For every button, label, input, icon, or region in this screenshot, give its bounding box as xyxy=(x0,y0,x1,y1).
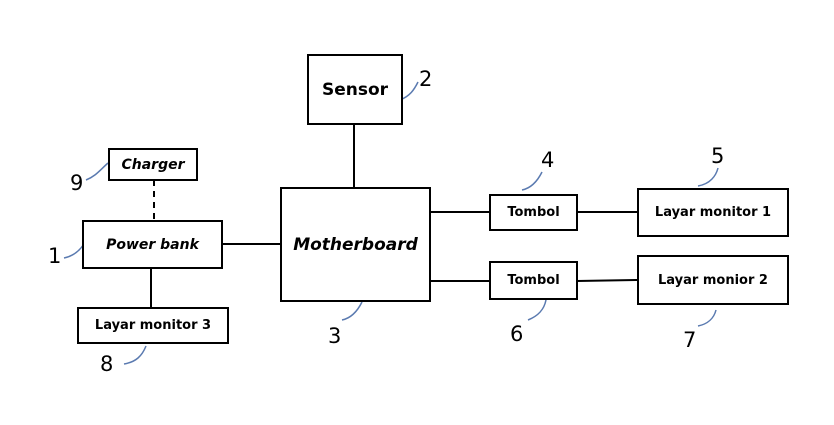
reference-number-8: 8 xyxy=(100,352,114,376)
leader-line-1 xyxy=(63,243,85,259)
leader-line-9 xyxy=(85,162,109,181)
reference-number-7: 7 xyxy=(683,328,697,352)
leader-line-7 xyxy=(697,309,717,327)
layar-monitor-2-block: Layar monior 2 xyxy=(637,255,789,305)
leader-line-6 xyxy=(527,299,547,321)
sensor-block: Sensor xyxy=(307,54,403,125)
reference-number-1: 1 xyxy=(48,244,62,268)
layar-monitor-1-block: Layar monitor 1 xyxy=(637,188,789,237)
charger-block: Charger xyxy=(108,148,198,181)
reference-number-6: 6 xyxy=(510,322,524,346)
tombol-block-1: Tombol xyxy=(489,194,578,231)
connector-tombol2-monitor2 xyxy=(576,279,639,282)
reference-number-9: 9 xyxy=(70,171,84,195)
motherboard-block: Motherboard xyxy=(280,187,431,302)
reference-number-4: 4 xyxy=(541,148,555,172)
leader-line-3 xyxy=(341,301,363,321)
tombol-block-2: Tombol xyxy=(489,261,578,300)
leader-line-8 xyxy=(123,345,147,365)
power-bank-block: Power bank xyxy=(82,220,223,269)
leader-line-5 xyxy=(697,167,719,187)
leader-line-4 xyxy=(521,171,543,191)
layar-monitor-3-block: Layar monitor 3 xyxy=(77,307,229,344)
reference-number-3: 3 xyxy=(328,324,342,348)
reference-number-5: 5 xyxy=(711,144,725,168)
reference-number-2: 2 xyxy=(419,67,433,91)
